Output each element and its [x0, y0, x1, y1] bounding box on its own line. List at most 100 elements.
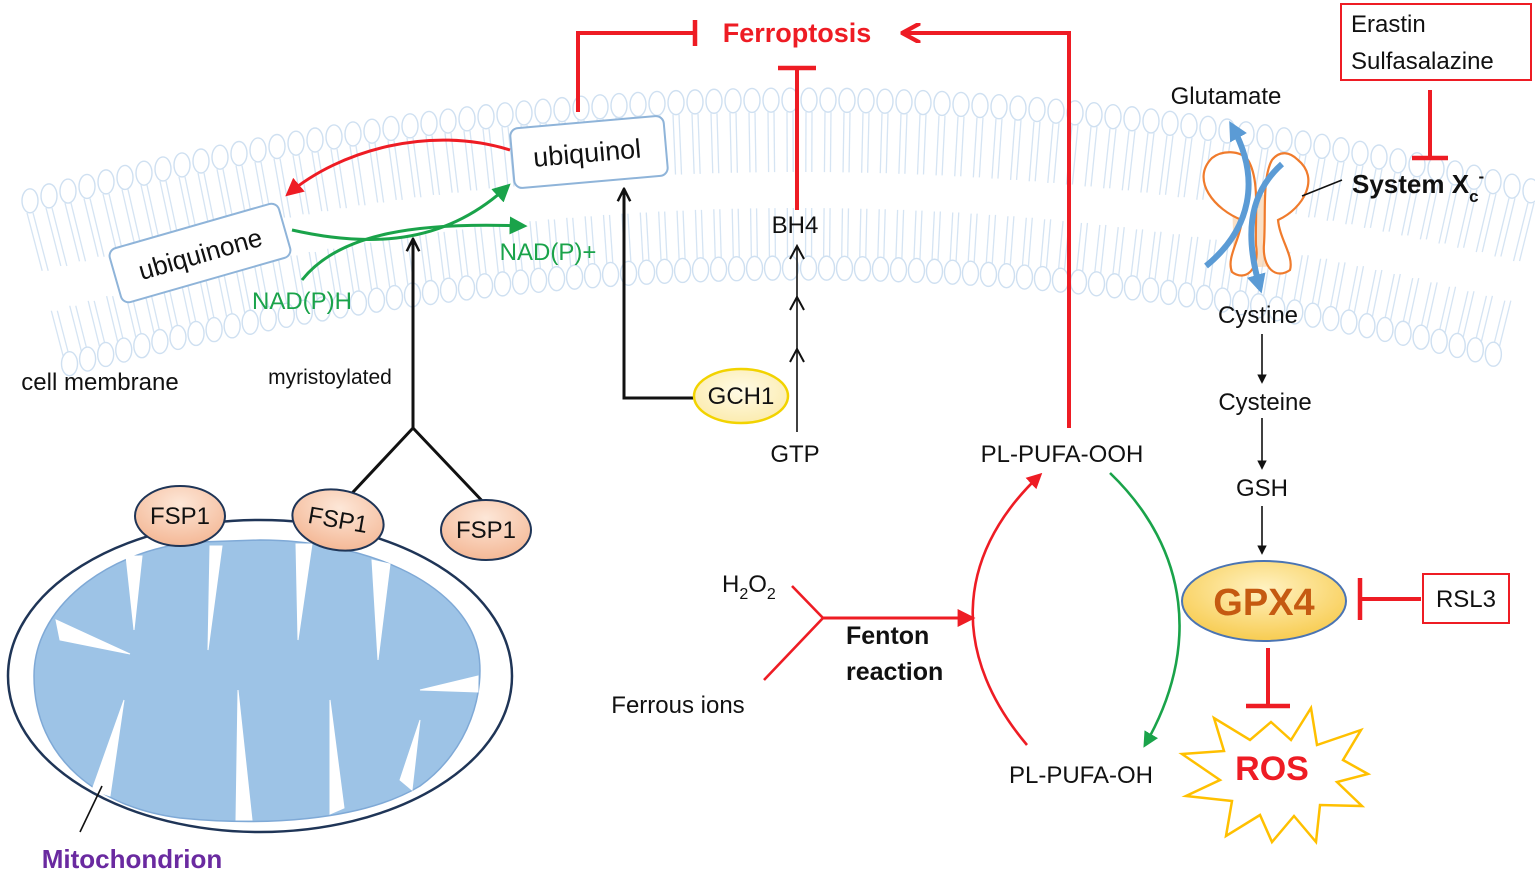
lipid-tail [992, 119, 996, 179]
lipid-head-inner [872, 257, 888, 281]
lipid-tail [905, 114, 907, 174]
lipid-head-inner [819, 256, 835, 280]
lipid-tail [868, 113, 869, 173]
lipid-head-inner [495, 272, 511, 296]
lipid-head-outer [1352, 141, 1368, 165]
lipid-tail [942, 115, 945, 175]
lipid-tail [1147, 133, 1154, 193]
lipid-tail [736, 113, 737, 173]
lipid-tail [673, 115, 676, 175]
lipid-tail [730, 113, 731, 173]
lipid-head-outer [174, 153, 190, 177]
lipid-head-outer [98, 170, 114, 194]
lipid-tail [679, 115, 682, 175]
lipid-head-outer [155, 157, 171, 181]
lipid-tail [1141, 133, 1148, 193]
lipid-head-outer [1314, 134, 1330, 158]
lipid-head-outer [421, 111, 437, 135]
lipid-head-outer [991, 95, 1007, 119]
lipid-head-inner [1431, 329, 1447, 353]
lipid-tail [711, 113, 713, 173]
lipid-head-inner [962, 261, 978, 285]
lipid-head-inner [170, 325, 186, 349]
lipid-tail [1054, 123, 1059, 183]
lipid-head-outer [497, 103, 513, 127]
lipid-head-inner [729, 257, 745, 281]
lipid-head-outer [41, 184, 57, 208]
lipid-head-inner [1305, 303, 1321, 327]
cysteine-label: Cysteine [1218, 389, 1311, 416]
lipid-head-outer [1523, 179, 1535, 203]
lipid-head-inner [747, 256, 763, 280]
lipid-head-inner [368, 288, 384, 312]
lipid-head-outer [1257, 125, 1273, 149]
lipid-tail [432, 135, 440, 195]
gtp-label: GTP [770, 441, 819, 468]
lipid-tail [955, 116, 958, 176]
lipid-tail [1085, 127, 1091, 187]
lipid-tail [899, 114, 901, 174]
lipid-tail [84, 198, 98, 256]
lipid-head-inner [188, 321, 204, 345]
lipid-head-inner [567, 265, 583, 289]
mitochondrion [8, 520, 512, 832]
lipid-head-inner [513, 270, 529, 294]
lipid-head-inner [1070, 270, 1086, 294]
ros-label: ROS [1235, 750, 1309, 788]
fenton-label-line1: Fenton [846, 622, 929, 650]
lipid-tail [1048, 123, 1053, 183]
lipid-head-inner [224, 314, 240, 338]
lipid-head-outer [231, 142, 247, 166]
lipid-head-inner [837, 256, 853, 280]
lipid-head-inner [639, 260, 655, 284]
lipid-tail [973, 118, 977, 178]
lipid-head-inner [549, 267, 565, 291]
lipid-head-outer [1295, 131, 1311, 155]
lipid-head-inner [1052, 268, 1068, 292]
lipid-tail [1333, 162, 1344, 221]
lipid-tail [1104, 129, 1110, 189]
lipid-head-outer [1276, 128, 1292, 152]
lipid-head-outer [136, 161, 152, 185]
sulfasalazine-label: Sulfasalazine [1351, 48, 1494, 75]
system-xc-label: System Xc- [1352, 167, 1484, 206]
lipid-tail [923, 115, 926, 175]
lipid-head-inner [783, 256, 799, 280]
lipid-tail [1110, 129, 1116, 189]
lipid-head-inner [477, 274, 493, 298]
lipid-head-outer [725, 89, 741, 113]
lipid-head-inner [531, 268, 547, 292]
lipid-tail [128, 189, 141, 247]
pufa-oh-to-ooh-arrow [973, 475, 1040, 745]
lipid-head-outer [440, 109, 456, 133]
lipid-head-outer [1029, 98, 1045, 122]
lipid-head-inner [1359, 314, 1375, 338]
lipid-head-outer [383, 116, 399, 140]
lipid-head-inner [926, 259, 942, 283]
lipid-head-outer [820, 88, 836, 112]
fsp1-label-left: FSP1 [150, 503, 210, 530]
lipid-head-inner [134, 334, 150, 358]
lipid-head-outer [915, 91, 931, 115]
lipid-head-inner [206, 318, 222, 342]
lipid-tail [103, 194, 117, 252]
lipid-head-outer [459, 107, 475, 131]
lipid-head-outer [744, 88, 760, 112]
lipid-head-inner [1125, 276, 1141, 300]
ubiquinol-box: ubiquinol [510, 115, 669, 188]
lipid-head-inner [855, 257, 871, 281]
lipid-head-outer [630, 92, 646, 116]
lipid-head-outer [1048, 99, 1064, 123]
lipid-tail [774, 112, 775, 172]
lipid-head-inner [1323, 307, 1339, 331]
lipid-head-outer [1010, 96, 1026, 120]
cell-membrane-label: cell membrane [21, 369, 178, 396]
lipid-head-inner [1485, 342, 1501, 366]
lipid-head-outer [896, 90, 912, 114]
lipid-tail [1011, 120, 1015, 180]
lipid-head-outer [858, 89, 874, 113]
lipid-head-outer [326, 125, 342, 149]
lipid-head-inner [1143, 278, 1159, 302]
lipid-head-inner [801, 256, 817, 280]
